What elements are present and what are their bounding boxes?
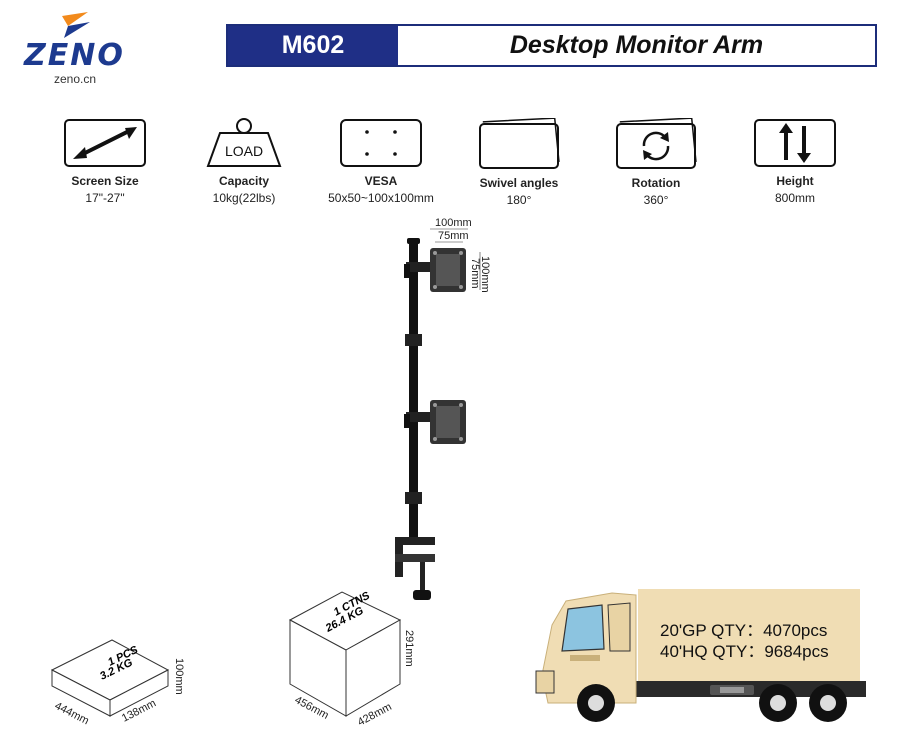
spec-rotation: Rotation 360° — [586, 118, 726, 207]
model-number: M602 — [228, 26, 398, 65]
vesa-outer-width: 100mm — [435, 217, 472, 229]
spec-label: Capacity — [218, 174, 270, 188]
screen-size-icon — [64, 119, 146, 167]
vesa-icon — [340, 119, 422, 167]
spec-label: Rotation — [631, 176, 681, 190]
spec-value: 50x50~100x100mm — [328, 191, 434, 205]
vesa-inner-height: 75mm — [469, 258, 481, 289]
vesa-outer-height: 100mm — [479, 256, 491, 293]
spec-swivel: Swivel angles 180° — [449, 118, 589, 207]
vesa-inner-width: 75mm — [438, 230, 469, 242]
brand-logo: ZENO zeno.cn — [22, 8, 132, 88]
monitor-arm-illustration: 100mm 75mm 100mm 75mm — [395, 217, 491, 600]
spec-label: Height — [776, 174, 814, 188]
load-text: LOAD — [225, 143, 263, 159]
spec-height: Height 800mm — [725, 118, 865, 205]
spec-screen-size: Screen Size 17"-27" — [35, 118, 175, 205]
qty-40hq: 40'HQ QTY：9684pcs — [660, 642, 829, 661]
master-carton-diagram: 1 CTNS 26.4 KG 456mm 428mm 291mm — [288, 589, 415, 729]
unit-box-length: 444mm — [53, 700, 91, 727]
spec-capacity: LOAD Capacity 10kg(22lbs) — [174, 118, 314, 205]
spec-value: 800mm — [774, 191, 815, 205]
shipping-truck-illustration — [535, 589, 866, 722]
brand-website: zeno.cn — [54, 72, 97, 86]
spec-value: 360° — [643, 193, 669, 207]
carton-height: 291mm — [403, 630, 415, 667]
spec-label: VESA — [364, 174, 398, 188]
rotation-icon — [616, 118, 697, 169]
spec-label: Swivel angles — [479, 176, 559, 190]
spec-vesa: VESA 50x50~100x100mm — [311, 118, 451, 205]
title-bar: M602 Desktop Monitor Arm — [226, 24, 877, 67]
spec-value: 10kg(22lbs) — [212, 191, 276, 205]
spec-value: 17"-27" — [85, 191, 125, 205]
unit-box-height: 100mm — [173, 658, 185, 695]
unit-box-diagram: 1 PCS 3.2 KG 444mm 138mm 100mm — [50, 639, 185, 727]
product-title: Desktop Monitor Arm — [509, 31, 764, 59]
zeno-logo-icon — [62, 12, 90, 38]
brand-name: ZENO — [24, 38, 125, 73]
load-weight-icon: LOAD — [206, 118, 282, 167]
height-arrows-icon — [754, 119, 836, 167]
spec-label: Screen Size — [71, 174, 139, 188]
qty-20gp: 20'GP QTY：4070pcs — [660, 621, 828, 640]
container-quantities: 20'GP QTY：4070pcs 40'HQ QTY：9684pcs — [660, 620, 829, 662]
spec-value: 180° — [506, 193, 532, 207]
swivel-icon — [479, 118, 560, 169]
